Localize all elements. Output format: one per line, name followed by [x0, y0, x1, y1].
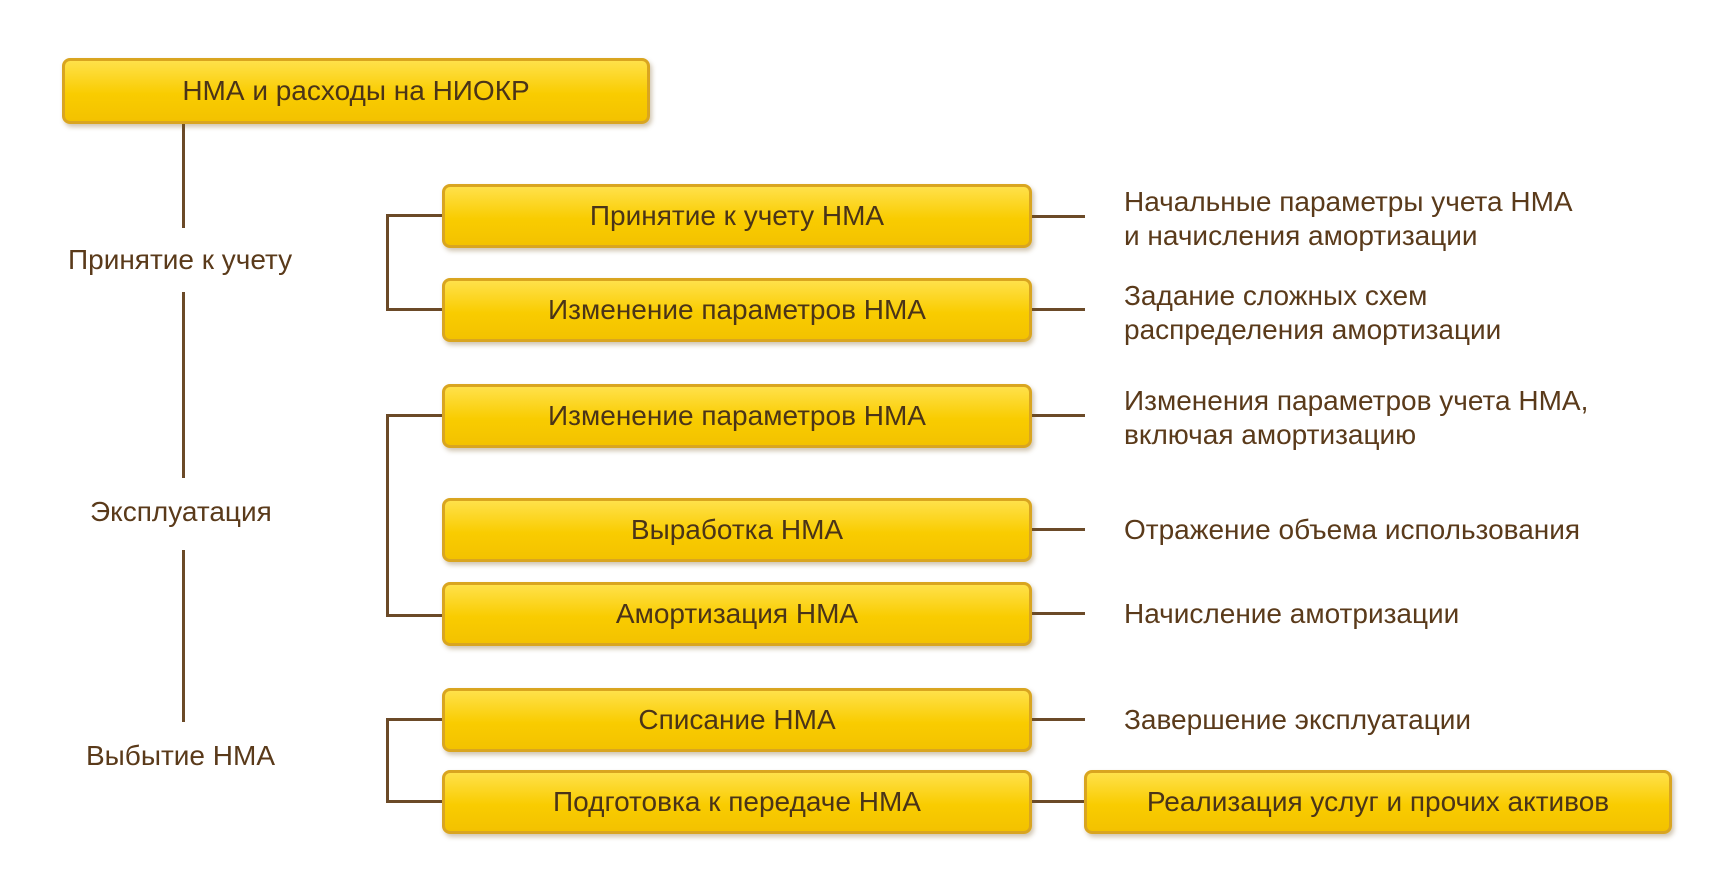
- op-box-5: Амортизация НМА: [442, 582, 1032, 646]
- note-op-1: Начальные параметры учета НМА и начислен…: [1124, 185, 1573, 253]
- note-op-6: Завершение эксплуатации: [1124, 703, 1471, 737]
- bracket-group-1-bottom: [386, 308, 444, 311]
- op-box-2-label: Изменение параметров НМА: [548, 294, 926, 325]
- target-box-label: Реализация услуг и прочих активов: [1146, 786, 1610, 817]
- connector-op-7: [1030, 800, 1085, 803]
- note-op-6-line-1: Завершение эксплуатации: [1124, 704, 1472, 735]
- note-op-1-line-1: Начальные параметры учета НМА: [1124, 186, 1573, 217]
- note-op-2: Задание сложных схем распределения аморт…: [1124, 279, 1501, 347]
- stage-divider-line-2: [182, 550, 185, 722]
- connector-op-2: [1030, 308, 1085, 311]
- note-op-4-line-1: Отражение объема использования: [1124, 514, 1581, 545]
- note-op-2-line-2: распределения амортизации: [1124, 314, 1502, 345]
- connector-op-3: [1030, 414, 1085, 417]
- stage-label-acceptance: Принятие к учету: [68, 244, 293, 275]
- target-box: Реализация услуг и прочих активов: [1084, 770, 1672, 834]
- op-box-7: Подготовка к передаче НМА: [442, 770, 1032, 834]
- note-op-5: Начисление амотризации: [1124, 597, 1459, 631]
- op-box-5-label: Амортизация НМА: [615, 598, 859, 629]
- connector-op-5: [1030, 612, 1085, 615]
- note-op-3-line-1: Изменения параметров учета НМА,: [1124, 385, 1589, 416]
- note-op-1-line-2: и начисления амортизации: [1124, 220, 1478, 251]
- bracket-group-1-vertical: [386, 214, 389, 310]
- op-box-7-label: Подготовка к передаче НМА: [553, 786, 921, 817]
- op-box-3: Изменение параметров НМА: [442, 384, 1032, 448]
- stage-label-operation: Эксплуатация: [90, 496, 272, 527]
- bracket-group-2-bottom: [386, 614, 444, 617]
- op-box-6-label: Списание НМА: [638, 704, 836, 735]
- op-box-1-label: Принятие к учету НМА: [589, 200, 885, 231]
- root-box: НМА и расходы на НИОКР: [62, 58, 650, 124]
- stage-divider-line-1: [182, 292, 185, 478]
- connector-op-1: [1030, 215, 1085, 218]
- root-title: НМА и расходы на НИОКР: [182, 75, 530, 106]
- stage-label-disposal: Выбытие НМА: [86, 740, 275, 771]
- bracket-group-2-top: [386, 414, 444, 417]
- note-op-3: Изменения параметров учета НМА, включая …: [1124, 384, 1588, 452]
- bracket-group-2-vertical: [386, 414, 389, 616]
- op-box-3-label: Изменение параметров НМА: [548, 400, 926, 431]
- note-op-4: Отражение объема использования: [1124, 513, 1580, 547]
- connector-op-6: [1030, 718, 1085, 721]
- bracket-group-1-top: [386, 214, 444, 217]
- op-box-4-label: Выработка НМА: [630, 514, 844, 545]
- note-op-3-line-2: включая амортизацию: [1124, 419, 1417, 450]
- connector-op-4: [1030, 528, 1085, 531]
- root-stem-line: [182, 124, 185, 228]
- op-box-1: Принятие к учету НМА: [442, 184, 1032, 248]
- bracket-group-3-bottom: [386, 800, 444, 803]
- op-box-2: Изменение параметров НМА: [442, 278, 1032, 342]
- bracket-group-3-top: [386, 718, 444, 721]
- note-op-2-line-1: Задание сложных схем: [1124, 280, 1428, 311]
- bracket-group-3-vertical: [386, 718, 389, 802]
- op-box-4: Выработка НМА: [442, 498, 1032, 562]
- op-box-6: Списание НМА: [442, 688, 1032, 752]
- note-op-5-line-1: Начисление амотризации: [1124, 598, 1460, 629]
